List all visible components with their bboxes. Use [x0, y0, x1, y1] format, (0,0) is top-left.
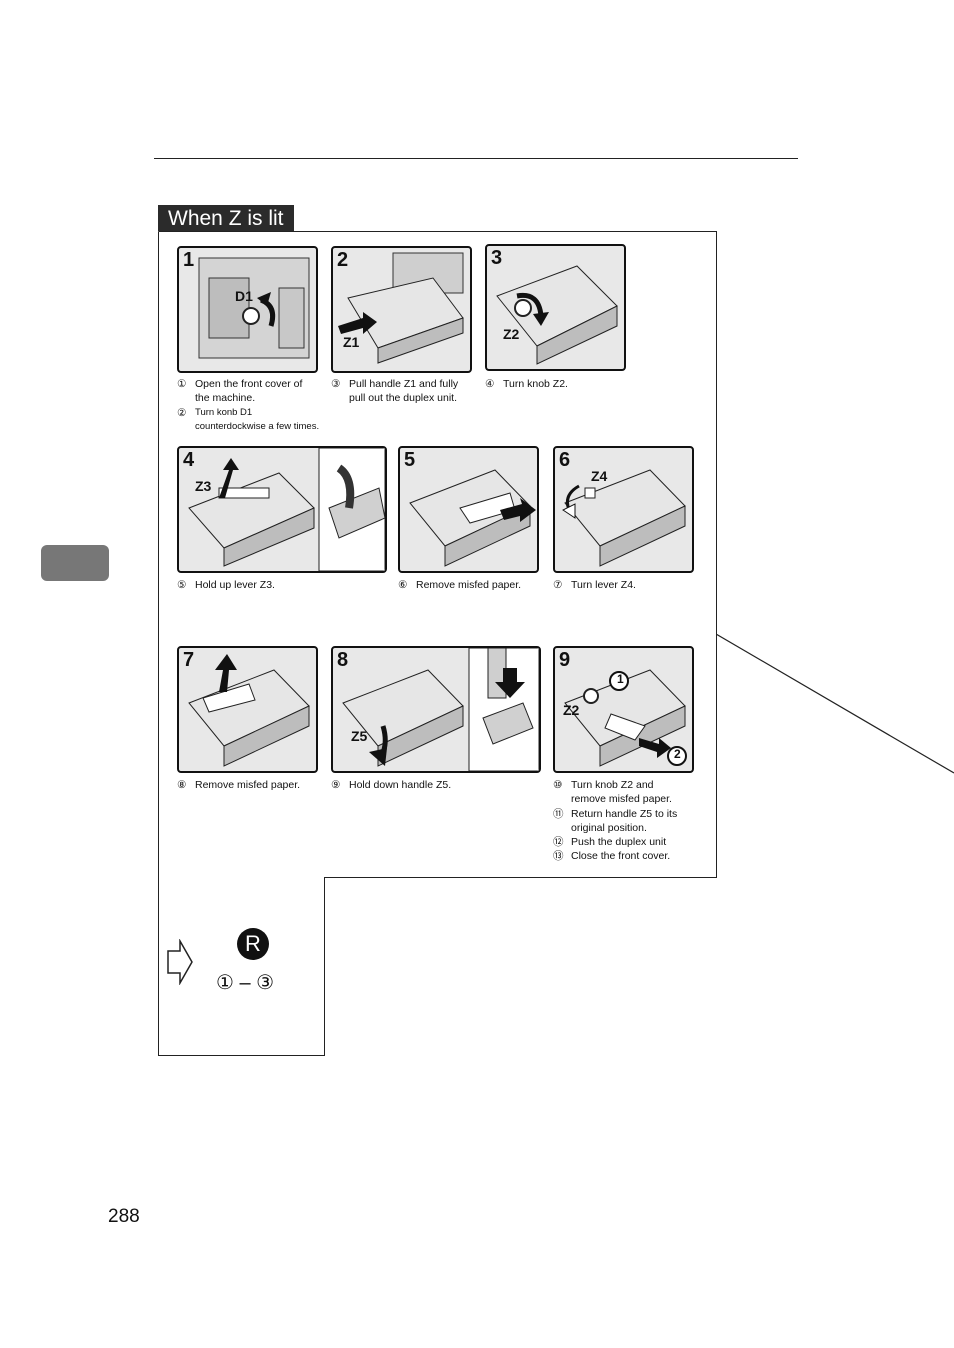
step-number: 9 [559, 649, 571, 671]
section-title: When Z is lit [158, 205, 294, 231]
callout-line [716, 634, 954, 774]
instruction-frame [158, 231, 717, 1056]
page-number: 288 [108, 1206, 140, 1227]
step-number: 4 [183, 449, 195, 471]
step-3-illustration: 3 Z2 [485, 244, 626, 371]
step-number: 7 [183, 649, 195, 671]
step-4-illustration: 4 Z3 [177, 446, 387, 573]
reference-range: ① – ③ [216, 972, 275, 994]
step-number: 5 [404, 449, 416, 471]
reference-badge: R [237, 928, 269, 960]
part-label: D1 [235, 288, 253, 304]
step-number: 8 [337, 649, 349, 671]
header-rule [154, 158, 798, 159]
part-label: Z2 [563, 702, 580, 718]
step-number: 3 [491, 247, 503, 269]
part-label: Z2 [503, 326, 520, 342]
part-label: Z3 [195, 478, 212, 494]
chapter-tab [41, 545, 109, 581]
arrow-right-icon [167, 939, 193, 985]
step-number: 1 [183, 249, 195, 271]
step-6-illustration: 6 Z4 [553, 446, 694, 573]
step-number: 2 [337, 249, 349, 271]
part-label: Z1 [343, 334, 360, 350]
callout-1: 1 [617, 672, 624, 686]
step-2-illustration: 2 Z1 [331, 246, 472, 373]
step-1-illustration: 1 D1 [177, 246, 318, 373]
step-7-illustration: 7 [177, 646, 318, 773]
part-label: Z5 [351, 728, 368, 744]
step-number: 6 [559, 449, 571, 471]
step-9-illustration: 9 Z2 1 2 [553, 646, 694, 773]
step-5-illustration: 5 [398, 446, 539, 573]
part-label: Z4 [591, 468, 608, 484]
callout-2: 2 [674, 747, 681, 761]
step-8-illustration: 8 Z5 [331, 646, 541, 773]
